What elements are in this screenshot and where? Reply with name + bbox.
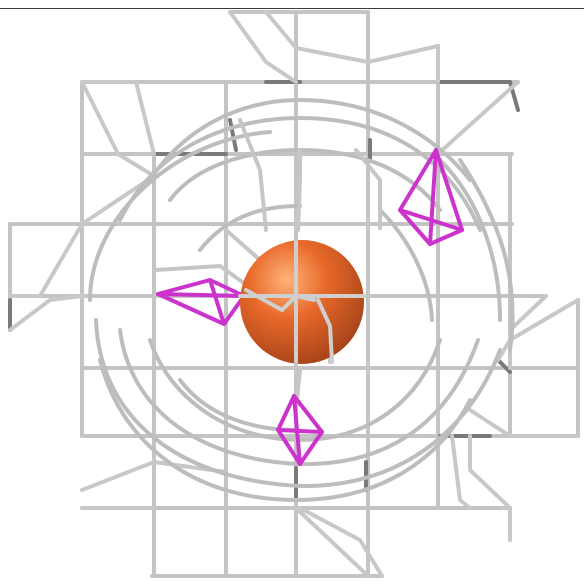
guest-sphere [240,240,364,364]
cluster-left [158,280,244,324]
cluster-bottom [278,396,322,464]
